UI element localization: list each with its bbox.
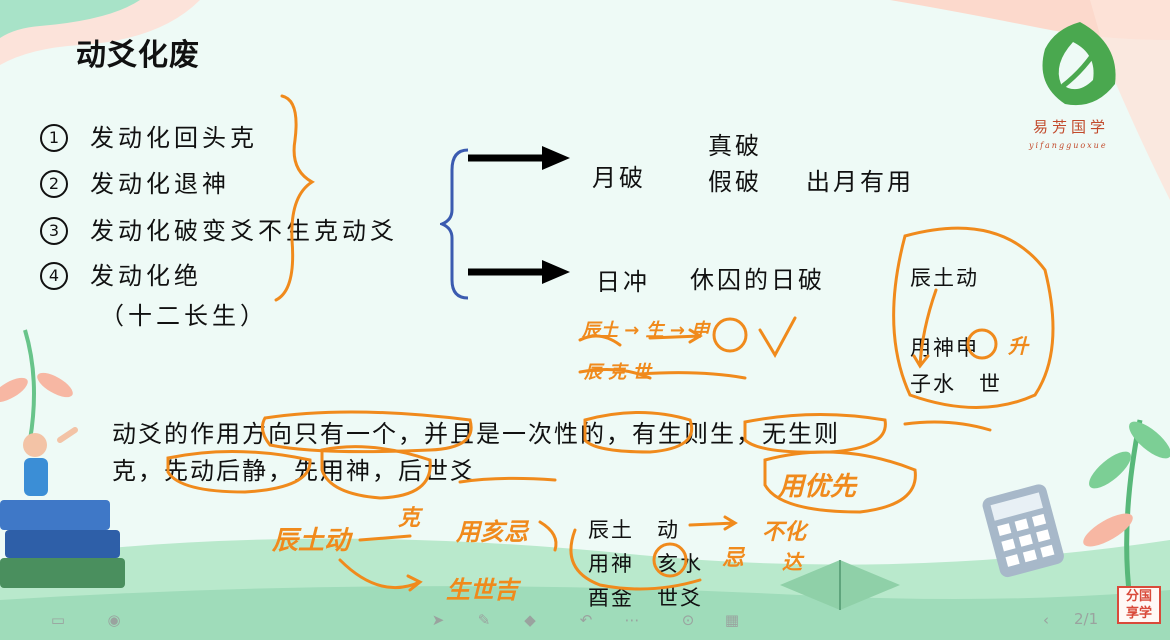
item-label: 发动化回头克	[90, 124, 258, 152]
pointer-icon[interactable]: ➤	[431, 611, 445, 629]
label-chentu: 辰土动	[910, 266, 979, 290]
item-number: 1	[40, 124, 68, 152]
item-number: 4	[40, 262, 68, 290]
label-jiapo: 假破	[708, 168, 762, 196]
note-sheng-shi-ji: 生世吉	[446, 576, 518, 604]
eraser-icon[interactable]: ◆	[524, 611, 536, 629]
brand-stamp: 分国 享学	[1117, 586, 1161, 624]
zoom-icon[interactable]: ⊙	[681, 611, 695, 629]
more-icon[interactable]: ⋯	[624, 611, 640, 629]
list-item-1: 1 发动化回头克	[40, 118, 258, 153]
page-indicator: 2/1	[1074, 610, 1099, 628]
note-xiaoji: 忌	[722, 546, 745, 571]
note-chentu-sheng-shen: 辰土 → 生 → 申	[582, 320, 710, 341]
note-da: 达	[782, 550, 802, 574]
item-label: 发动化绝	[90, 262, 202, 290]
list-item-3: 3 发动化破变爻不生克动爻	[40, 211, 398, 246]
note-chen-dong: 辰土动	[272, 526, 351, 556]
stamp-line-1: 分国	[1125, 589, 1152, 604]
label-zishui-shi: 子水 世	[910, 372, 1002, 396]
logo-leaf-icon	[1042, 22, 1116, 106]
logo-title: 易芳国学	[1033, 118, 1110, 136]
note-bu-zuo: 不化	[762, 520, 807, 545]
slide-icon[interactable]: ▭	[50, 611, 66, 629]
note-yong-hai-ji: 用亥忌	[456, 518, 528, 546]
logo: 易芳国学 yifangguoxue	[1025, 14, 1135, 164]
undo-icon[interactable]: ↶	[579, 611, 593, 629]
label-richong: 日冲	[596, 268, 650, 296]
paragraph-line-2: 克，先动后静，先用神，后世爻	[112, 457, 476, 485]
note-shi-right: 升	[1008, 334, 1028, 358]
item-label: 发动化退神	[90, 170, 230, 198]
list-item-4: 4 发动化绝	[40, 256, 202, 291]
note-ke: 克	[398, 506, 421, 531]
item-label: 发动化破变爻不生克动爻	[90, 217, 398, 245]
record-icon[interactable]: ◉	[107, 611, 121, 629]
grid-icon[interactable]: ▦	[724, 611, 740, 629]
paragraph-line-1: 动爻的作用方向只有一个，并且是一次性的，有生则生，无生则	[112, 420, 840, 448]
prev-slide-icon[interactable]: ‹	[1043, 611, 1049, 629]
item-number: 2	[40, 170, 68, 198]
label-yuepo: 月破	[592, 164, 646, 192]
note-chen-ke-shi: 辰 克 世	[584, 362, 651, 383]
presentation-toolbar: ▭ ◉ ➤ ✎ ◆ ↶ ⋯ ⊙ ▦ ‹ 2/1	[0, 600, 1170, 640]
note-yong-you-xian: 用优先	[778, 472, 857, 502]
list-item-4-note: （十二长生）	[100, 302, 268, 330]
stamp-line-2: 享学	[1125, 606, 1152, 621]
brace-arrows-diagram	[440, 146, 570, 300]
pen-icon[interactable]: ✎	[477, 611, 491, 629]
label-zhenpo: 真破	[708, 132, 762, 160]
label-chentu-dong: 辰土 动	[588, 518, 680, 542]
list-item-2: 2 发动化退神	[40, 164, 230, 199]
label-chuyue: 出月有用	[806, 168, 914, 196]
item-number: 3	[40, 217, 68, 245]
logo-subtitle: yifangguoxue	[1029, 141, 1108, 150]
slide-title: 动爻化废	[76, 38, 200, 73]
label-xiuqiu: 休囚的日破	[690, 266, 825, 294]
